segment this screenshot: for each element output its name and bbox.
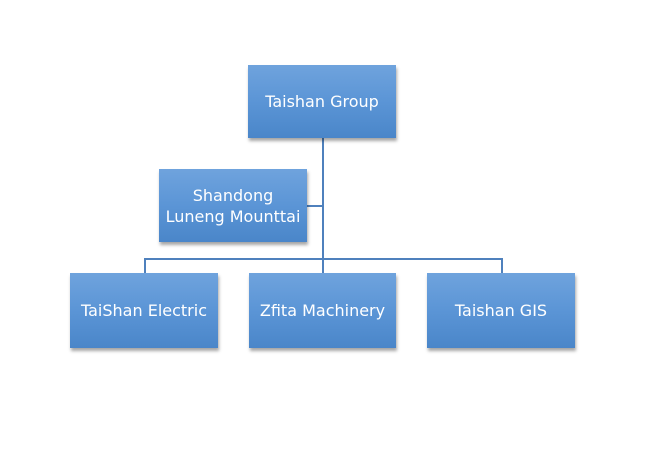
node-child[interactable]: Zfita Machinery: [249, 273, 396, 348]
node-root-label: Taishan Group: [265, 92, 379, 111]
node-assistant[interactable]: Shandong Luneng Mounttai: [159, 169, 307, 242]
node-child[interactable]: TaiShan Electric: [70, 273, 218, 348]
connector-child-left: [144, 258, 146, 273]
connector-children-bar: [144, 258, 502, 260]
node-child-label: TaiShan Electric: [81, 301, 207, 320]
node-child[interactable]: Taishan GIS: [427, 273, 575, 348]
connector-assistant: [307, 205, 323, 207]
node-assistant-label: Shandong Luneng Mounttai: [165, 185, 301, 226]
connector-child-right: [501, 258, 503, 273]
node-root[interactable]: Taishan Group: [248, 65, 396, 138]
node-child-label: Zfita Machinery: [259, 301, 386, 320]
node-child-label: Taishan GIS: [454, 301, 548, 320]
